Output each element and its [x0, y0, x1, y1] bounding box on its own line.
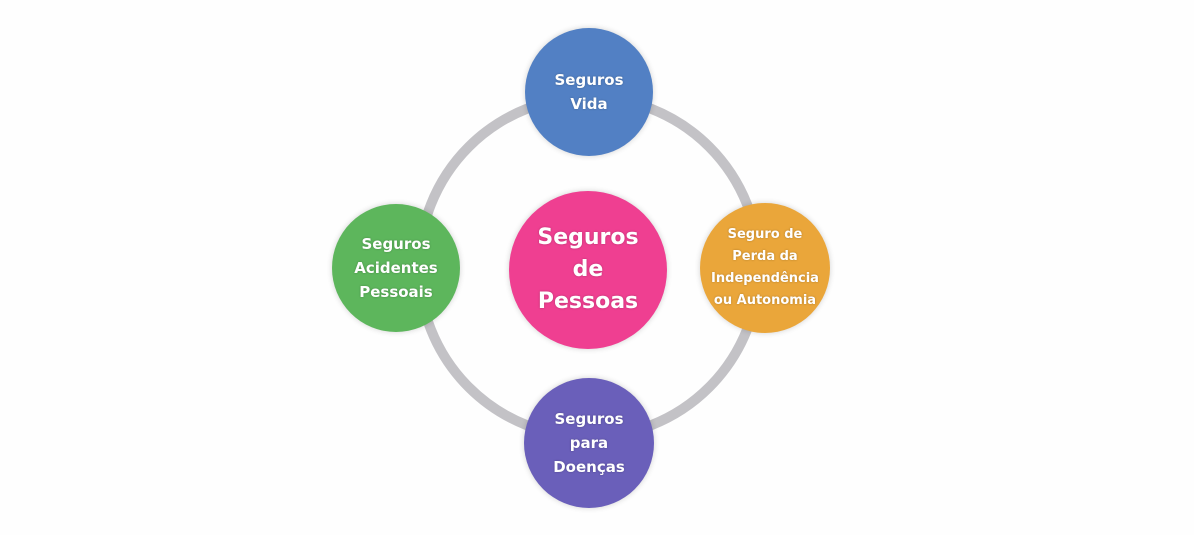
- node-seguros-acidentes-pessoais: Seguros Acidentes Pessoais: [332, 204, 460, 332]
- node-seguros-doencas: Seguros para Doenças: [524, 378, 654, 508]
- node-seguro-perda-independencia: Seguro de Perda da Independência ou Auto…: [700, 203, 830, 333]
- node-seguros-vida: Seguros Vida: [525, 28, 653, 156]
- center-node-seguros-de-pessoas: Seguros de Pessoas: [509, 191, 667, 349]
- center-label: Seguros de Pessoas: [537, 225, 639, 314]
- node-label: Seguros para Doenças: [553, 410, 625, 476]
- node-label: Seguros Vida: [554, 71, 624, 113]
- node-label: Seguros Acidentes Pessoais: [354, 235, 438, 301]
- node-label: Seguro de Perda da Independência ou Auto…: [711, 227, 819, 308]
